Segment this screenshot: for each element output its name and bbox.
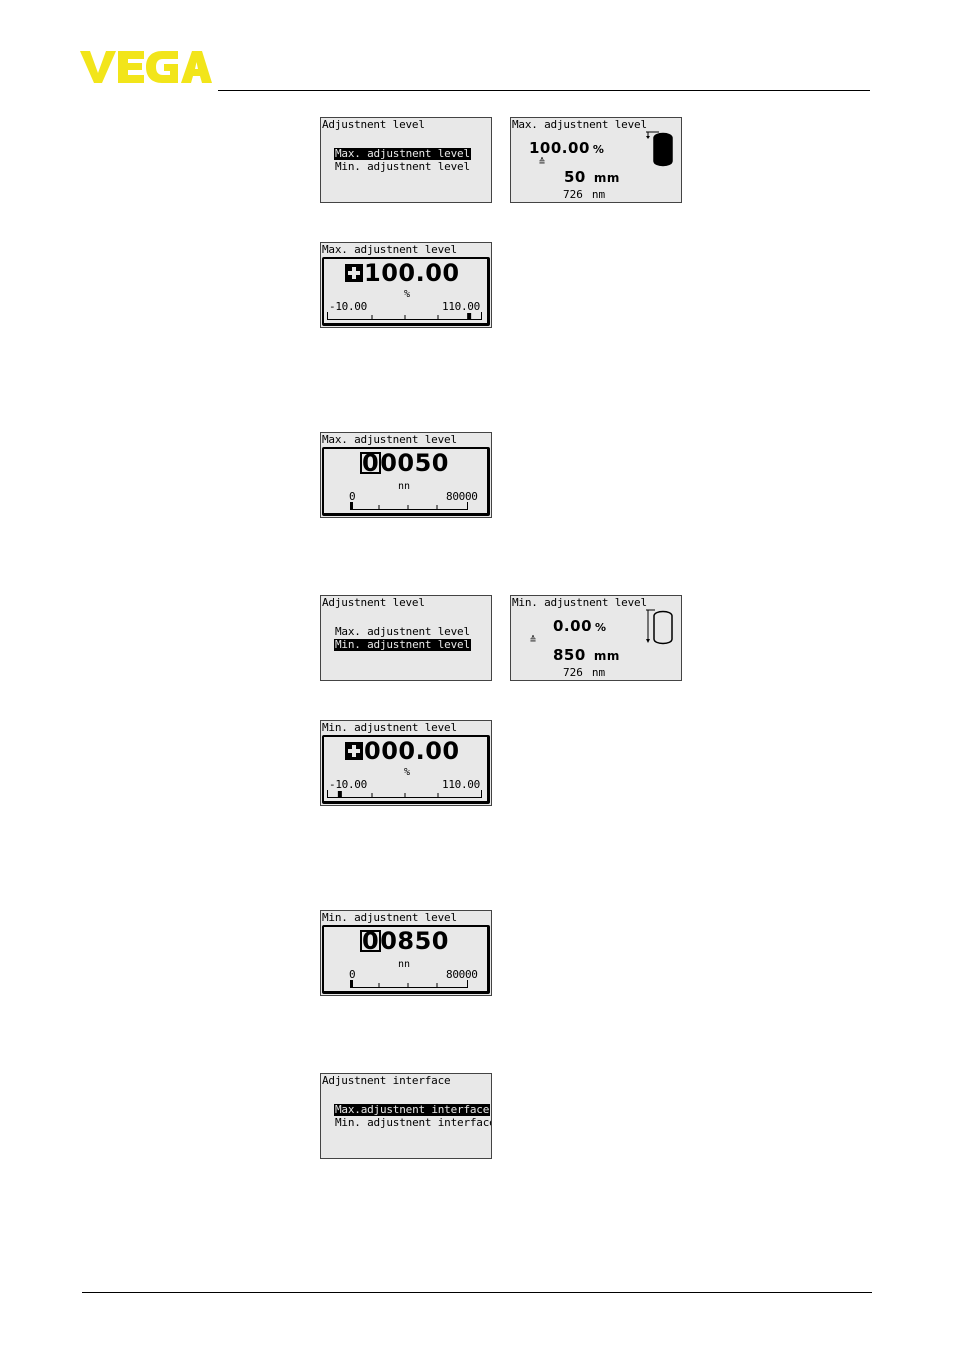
percent-value: 100.00% xyxy=(529,139,605,157)
display-adjustment-level-menu: Adjustnent level Max. adjustnent level M… xyxy=(320,117,492,203)
edit-frame: 00050 nn 0 80000 xyxy=(322,447,490,516)
editable-value[interactable]: 100.00 xyxy=(345,260,460,286)
value-unit: % xyxy=(404,289,411,300)
sign-cursor-icon xyxy=(345,742,363,760)
value-scale-bar xyxy=(327,312,482,320)
edit-frame: 00850 nn 0 80000 xyxy=(322,925,490,994)
scale-position-marker xyxy=(337,791,342,798)
value-unit: nn xyxy=(398,481,411,492)
display-min-adjustment-distance-edit: Min. adjustnent level 00850 nn 0 80000 xyxy=(320,910,492,996)
editable-value[interactable]: 00050 xyxy=(359,449,449,477)
scale-min-label: -10.00 xyxy=(329,778,367,791)
scale-min-label: 0 xyxy=(349,968,356,981)
value-scale-bar xyxy=(327,790,482,798)
menu-option-min-adjustment-level[interactable]: Min. adjustnent level xyxy=(334,638,471,651)
menu-option-max-adjustment-level[interactable]: Max. adjustnent level xyxy=(335,625,470,638)
scale-position-marker xyxy=(350,502,353,510)
sign-cursor-icon xyxy=(345,264,363,282)
tank-empty-icon xyxy=(646,609,673,645)
editable-value[interactable]: 000.00 xyxy=(345,738,460,764)
screen-title: Max. adjustnent level xyxy=(322,433,457,446)
value-scale-bar xyxy=(350,980,468,988)
value-unit: nn xyxy=(398,959,411,970)
footer-rule xyxy=(82,1292,872,1293)
scale-max-label: 110.00 xyxy=(442,300,480,313)
scale-position-marker xyxy=(350,980,353,988)
screen-title: Adjustnent level xyxy=(322,596,425,609)
display-max-adjustment-percent-edit: Max. adjustnent level 100.00 % -10.00 11… xyxy=(320,242,492,328)
scale-max-label: 80000 xyxy=(446,968,478,981)
digit-cursor: 0 xyxy=(359,449,382,477)
menu-option-min-adjustment-interface[interactable]: Min. adjustnent interface xyxy=(335,1116,492,1129)
editable-value[interactable]: 00850 xyxy=(359,927,449,955)
screen-title: Min. adjustnent level xyxy=(512,596,647,609)
screen-title: Adjustnent interface xyxy=(322,1074,451,1087)
screen-title: Max. adjustnent level xyxy=(322,243,457,256)
value-scale-bar xyxy=(350,502,468,510)
scale-min-label: -10.00 xyxy=(329,300,367,313)
tank-full-icon xyxy=(646,131,673,167)
screen-title: Min. adjustnent level xyxy=(322,911,457,924)
screen-title: Min. adjustnent level xyxy=(322,721,457,734)
menu-option-min-adjustment-level[interactable]: Min. adjustnent level xyxy=(335,160,470,173)
screen-title: Adjustnent level xyxy=(322,118,425,131)
value-unit: % xyxy=(404,767,411,778)
vega-logo xyxy=(80,51,212,83)
edit-frame: 000.00 % -10.00 110.00 xyxy=(322,735,490,804)
scale-min-label: 0 xyxy=(349,490,356,503)
scale-max-label: 110.00 xyxy=(442,778,480,791)
screen-title: Max. adjustnent level xyxy=(512,118,647,131)
percent-value: 0.00% xyxy=(553,617,607,635)
corresponds-symbol: ≙ xyxy=(530,635,537,646)
header-rule xyxy=(218,90,870,91)
display-adjustment-level-menu-min: Adjustnent level Max. adjustnent level M… xyxy=(320,595,492,681)
digit-cursor: 0 xyxy=(359,927,382,955)
display-min-adjustment-percent-edit: Min. adjustnent level 000.00 % -10.00 11… xyxy=(320,720,492,806)
scale-position-marker xyxy=(467,313,472,320)
display-adjustment-interface-menu: Adjustnent interface Max.adjustnent inte… xyxy=(320,1073,492,1159)
display-max-adjustment-distance-edit: Max. adjustnent level 00050 nn 0 80000 xyxy=(320,432,492,518)
corresponds-symbol: ≙ xyxy=(539,157,546,168)
edit-frame: 100.00 % -10.00 110.00 xyxy=(322,257,490,326)
menu-option-max-adjustment-level[interactable]: Max. adjustnent level xyxy=(334,147,471,160)
scale-max-label: 80000 xyxy=(446,490,478,503)
menu-option-max-adjustment-interface[interactable]: Max.adjustnent interface xyxy=(334,1103,491,1116)
